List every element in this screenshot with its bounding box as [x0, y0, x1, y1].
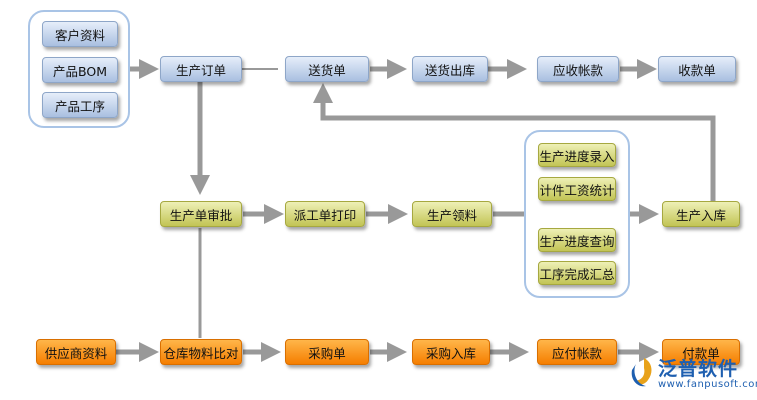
- supplier-info-node[interactable]: 供应商资料: [36, 339, 116, 365]
- purchase-in-label: 采购入库: [425, 345, 476, 361]
- production-order-node[interactable]: 生产订单: [160, 56, 242, 82]
- production-order-label: 生产订单: [175, 62, 226, 78]
- receivable-node[interactable]: 应收帐款: [537, 56, 619, 82]
- supplier-info-label: 供应商资料: [44, 345, 108, 361]
- process-summary-node[interactable]: 工序完成汇总: [538, 261, 616, 285]
- production-in-label: 生产入库: [675, 207, 726, 223]
- receipt-node[interactable]: 收款单: [658, 56, 736, 82]
- warehouse-compare-label: 仓库物料比对: [163, 345, 239, 361]
- progress-entry-label: 生产进度录入: [539, 148, 615, 164]
- order-approval-node[interactable]: 生产单审批: [160, 201, 242, 227]
- purchase-in-node[interactable]: 采购入库: [412, 339, 490, 365]
- order-approval-label: 生产单审批: [169, 207, 233, 223]
- logo-url: www.fanpusoft.com: [658, 379, 757, 390]
- warehouse-compare-node[interactable]: 仓库物料比对: [160, 339, 242, 365]
- progress-entry-node[interactable]: 生产进度录入: [538, 143, 616, 167]
- delivery-note-node[interactable]: 送货单: [285, 56, 369, 82]
- customer-info-node[interactable]: 客户资料: [42, 21, 118, 47]
- product-bom-label: 产品BOM: [53, 63, 107, 79]
- process-summary-label: 工序完成汇总: [539, 266, 615, 282]
- purchase-order-label: 采购单: [308, 345, 346, 361]
- material-pick-label: 生产领料: [426, 207, 477, 223]
- payable-label: 应付帐款: [551, 345, 602, 361]
- receivable-label: 应收帐款: [552, 62, 603, 78]
- delivery-note-label: 送货单: [308, 62, 346, 78]
- piecework-wage-node[interactable]: 计件工资统计: [538, 177, 616, 201]
- fanpu-logo: 泛普软件 www.fanpusoft.com: [630, 352, 757, 398]
- delivery-out-node[interactable]: 送货出库: [412, 56, 488, 82]
- progress-query-label: 生产进度查询: [539, 233, 615, 249]
- logo-name: 泛普软件: [658, 358, 739, 380]
- payment-label: 付款单: [682, 345, 720, 361]
- receipt-label: 收款单: [678, 62, 716, 78]
- progress-query-node[interactable]: 生产进度查询: [538, 228, 616, 252]
- fanpu-logo-icon: [631, 358, 652, 387]
- payment-node[interactable]: 付款单: [662, 339, 740, 365]
- payable-node[interactable]: 应付帐款: [537, 339, 617, 365]
- purchase-order-node[interactable]: 采购单: [285, 339, 369, 365]
- material-pick-node[interactable]: 生产领料: [412, 201, 492, 227]
- delivery-out-label: 送货出库: [424, 62, 475, 78]
- production-in-node[interactable]: 生产入库: [662, 201, 740, 227]
- dispatch-print-node[interactable]: 派工单打印: [285, 201, 365, 227]
- dispatch-print-label: 派工单打印: [293, 207, 357, 223]
- product-process-node[interactable]: 产品工序: [42, 92, 118, 118]
- product-process-label: 产品工序: [54, 98, 105, 114]
- customer-info-label: 客户资料: [54, 27, 105, 43]
- piecework-wage-label: 计件工资统计: [539, 182, 615, 198]
- product-bom-node[interactable]: 产品BOM: [42, 57, 118, 83]
